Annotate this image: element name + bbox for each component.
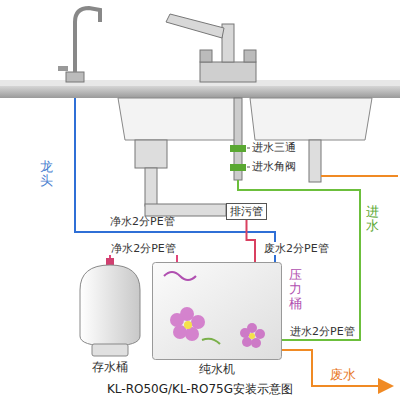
waste-label: 废水 <box>330 367 356 382</box>
tee-label: 进水三通 <box>252 141 296 154</box>
machine-shape <box>152 262 282 360</box>
storage-tank: 存水桶 <box>70 258 150 380</box>
node-label: 排污管 <box>230 205 263 218</box>
pressure-tank-label: 压力桶 <box>289 268 302 311</box>
countertop <box>0 86 400 98</box>
pipe-label: 废水2分PE管 <box>262 242 331 255</box>
pure-water-pipe <box>75 98 275 262</box>
waste-outlet <box>321 175 398 177</box>
drain-box: 排污管 <box>226 203 267 220</box>
waste-pipe <box>282 350 390 386</box>
pipe-label: 进水2分PE管 <box>290 325 355 338</box>
small-faucet <box>58 8 100 82</box>
pipe-connector <box>247 220 256 262</box>
ro-machine: 纯水机 <box>152 262 282 380</box>
node-label: 纯水机 <box>152 362 282 376</box>
left-basin <box>118 98 240 140</box>
main-faucet <box>166 14 256 82</box>
angle-valve-label: 进水角阀 <box>252 160 296 173</box>
pipe-label: 净水2分PE管 <box>110 215 175 228</box>
pipe-label: 净水2分PE管 <box>109 242 178 255</box>
node-label: 存水桶 <box>70 360 150 374</box>
caption: KL-RO50G/KL-RO75G安装示意图 <box>0 382 400 397</box>
inlet-label: 进水 <box>366 205 379 234</box>
tank-shape <box>70 258 150 358</box>
valve <box>230 98 250 180</box>
faucet-label: 龙头 <box>40 160 53 189</box>
right-basin <box>250 98 372 140</box>
